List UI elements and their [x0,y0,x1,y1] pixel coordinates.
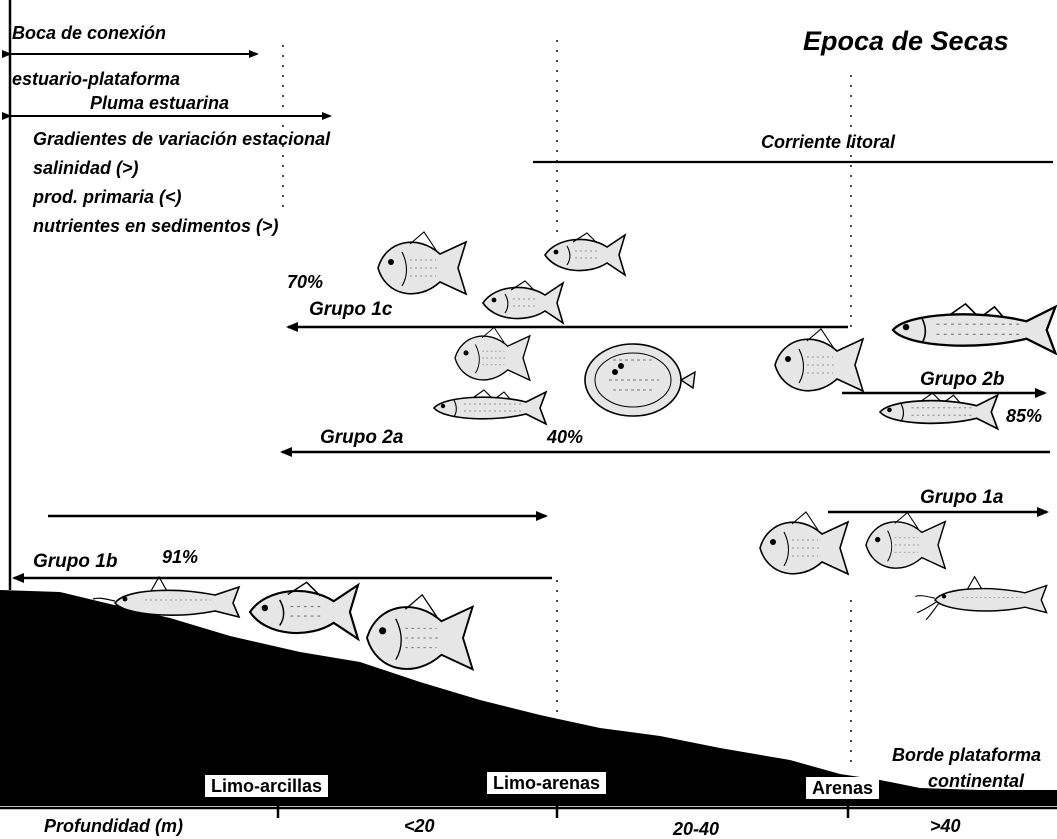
fish-croaker-icon [774,328,864,392]
grupo-2a-percent: 40% [547,427,584,447]
pluma-label: Pluma estuarina [90,93,230,113]
fish-porgy-icon [759,511,849,575]
salinidad-label: salinidad (>) [33,158,139,178]
sediment-limo-arenas: Limo-arenas [487,772,607,794]
fish-lizardfish-icon [433,389,547,425]
grupo-1c-label: Grupo 1c [309,299,393,320]
grupo-1c-percent: 70% [287,272,324,292]
grupo-2b-label: Grupo 2b [920,369,1005,390]
fish-catfish-2-icon [914,575,1048,621]
fish-drum-icon [248,581,360,641]
fish-weakfish-icon [366,593,474,671]
grupo-1a-label: Grupo 1a [920,487,1004,508]
sediment-limo-arcillas: Limo-arcillas [205,775,329,797]
prod-primaria-label: prod. primaria (<) [33,187,182,207]
boca-label-line2: estuario-plataforma [12,69,181,89]
grupo-1b-label: Grupo 1b [33,551,118,572]
grupo-1b-percent: 91% [162,547,199,567]
borde-plataforma-line1: Borde plataforma [886,744,1048,766]
fish-sardine-icon [544,232,626,276]
depth-axis-label: Profundidad (m) [44,816,183,836]
corriente-litoral-label: Corriente litoral [761,132,896,152]
seafloor-profile [0,590,1057,806]
boca-label-line1: Boca de conexión [12,23,167,43]
depth-zone-gt40: >40 [930,816,961,836]
sediment-arenas: Arenas [806,777,880,799]
depth-zone-20-40: 20-40 [673,819,720,839]
fish-jack-icon [377,231,467,295]
fish-grunt-icon [454,326,531,381]
diagram-title: Epoca de Secas [803,26,1009,56]
borde-plataforma-line2: continental [928,771,1025,791]
fish-flatfish-icon [584,343,696,417]
fish-herring-icon [482,280,564,324]
fish-grunt-2-icon [865,511,946,570]
depth-zone-lt20: <20 [404,816,435,836]
fish-snapper-icon [891,302,1057,355]
gradientes-label: Gradientes de variación estacional [33,129,331,149]
nutrientes-label: nutrientes en sedimentos (>) [33,216,279,236]
grupo-2a-label: Grupo 2a [320,427,404,448]
grupo-2b-percent: 85% [1006,406,1043,426]
fish-mullet-icon [879,392,999,430]
